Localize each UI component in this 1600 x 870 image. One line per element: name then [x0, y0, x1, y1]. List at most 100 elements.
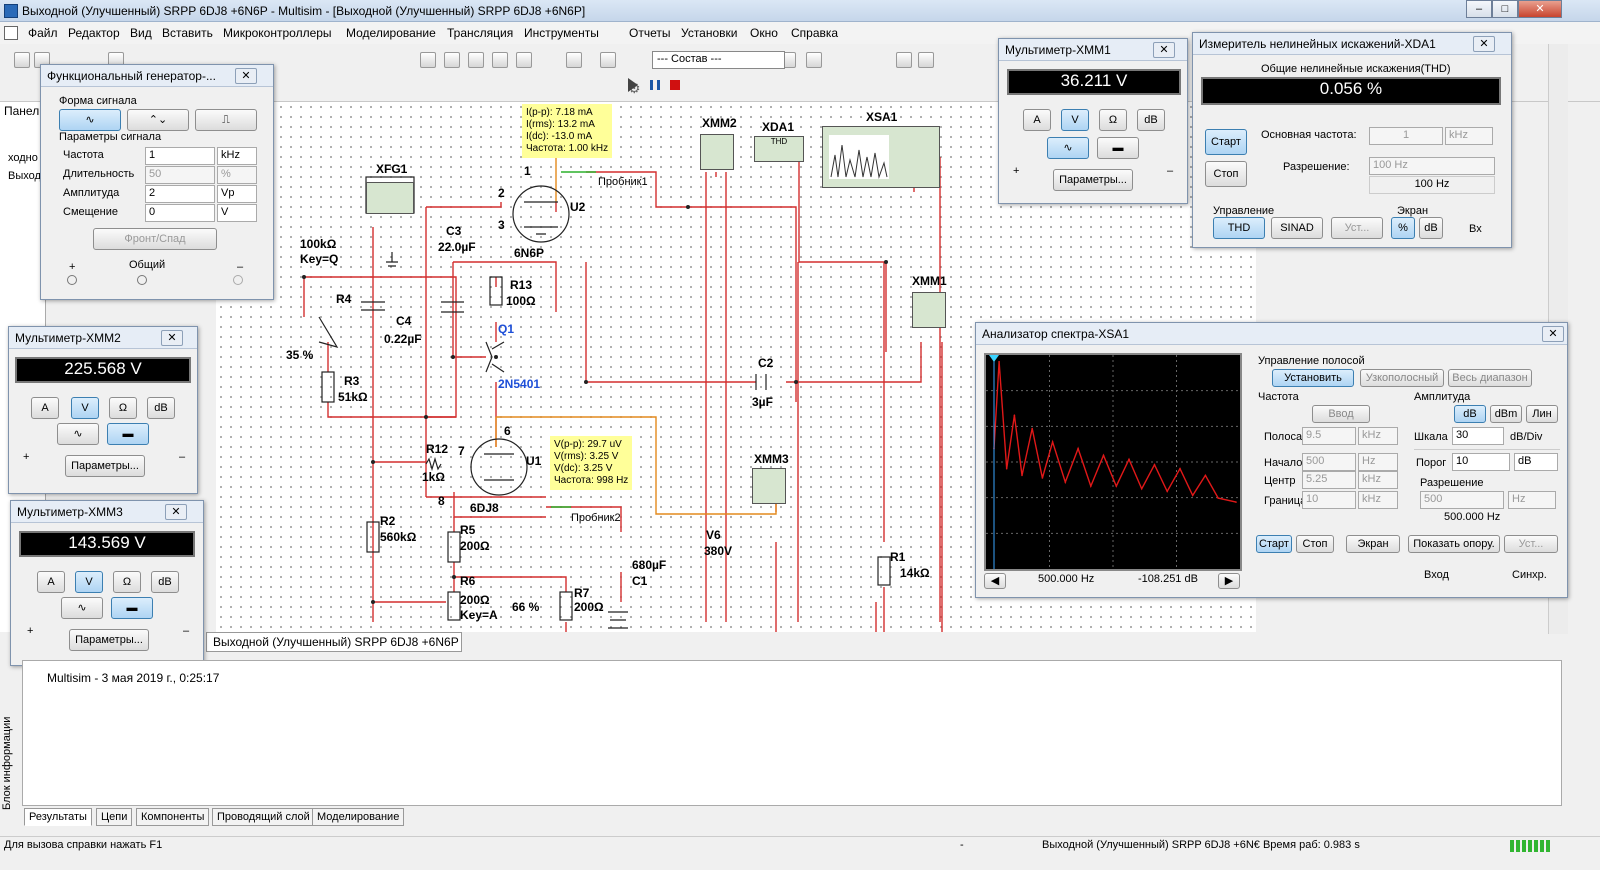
- run-icon[interactable]: [628, 78, 638, 92]
- duty-unit[interactable]: %: [217, 166, 257, 184]
- terminal-plus[interactable]: [67, 275, 77, 285]
- spreadsheet-icon[interactable]: [444, 52, 460, 68]
- tab-results[interactable]: Результаты: [24, 808, 92, 826]
- percent-button[interactable]: %: [1391, 217, 1415, 239]
- xmm3-ampere-button[interactable]: A: [37, 571, 65, 593]
- xmm1-symbol[interactable]: [912, 292, 946, 328]
- threshold-unit[interactable]: dB: [1514, 453, 1558, 471]
- db-button[interactable]: dB: [1419, 217, 1443, 239]
- end-unit[interactable]: kHz: [1358, 491, 1398, 509]
- xmm1-db-button[interactable]: dB: [1137, 109, 1165, 131]
- menu-edit[interactable]: Редактор: [68, 26, 120, 40]
- xmm1-ac-button[interactable]: ∿: [1047, 137, 1089, 159]
- center-input[interactable]: 5.25: [1302, 471, 1356, 489]
- xmm2-ohm-button[interactable]: Ω: [109, 397, 137, 419]
- start-unit[interactable]: Hz: [1358, 453, 1398, 471]
- fund-freq-input[interactable]: 1: [1369, 127, 1443, 145]
- menu-help[interactable]: Справка: [791, 26, 839, 40]
- minimize-button[interactable]: –: [1466, 0, 1492, 18]
- scale-input[interactable]: 30: [1452, 427, 1504, 445]
- xmm2-params-button[interactable]: Параметры...: [65, 455, 145, 477]
- xsa1-resolution-unit[interactable]: Hz: [1508, 491, 1556, 509]
- xmm3-ohm-button[interactable]: Ω: [113, 571, 141, 593]
- xda1-symbol[interactable]: THD: [754, 136, 804, 162]
- duty-input[interactable]: 50: [145, 166, 215, 184]
- span-input[interactable]: 9.5: [1302, 427, 1356, 445]
- menu-file[interactable]: Файл: [28, 26, 58, 40]
- dbm-scale-button[interactable]: dBm: [1490, 405, 1522, 423]
- square-wave-button[interactable]: ⎍: [195, 109, 257, 131]
- tab-nets[interactable]: Цепи: [96, 808, 133, 826]
- xda1-settings-button[interactable]: Уст...: [1331, 217, 1383, 239]
- fgen-close-button[interactable]: ✕: [235, 68, 257, 84]
- threshold-input[interactable]: 10: [1452, 453, 1510, 471]
- tab-components[interactable]: Компоненты: [136, 808, 210, 826]
- db-scale-button[interactable]: dB: [1454, 405, 1486, 423]
- cursor-left-button[interactable]: ◀: [984, 573, 1006, 589]
- triangle-wave-button[interactable]: ⌃⌄: [127, 109, 189, 131]
- xmm2-db-button[interactable]: dB: [147, 397, 175, 419]
- xsa1-stop-button[interactable]: Стоп: [1296, 535, 1334, 553]
- xsa1-start-button[interactable]: Старт: [1256, 535, 1292, 553]
- offset-unit[interactable]: V: [217, 204, 257, 222]
- maximize-button[interactable]: □: [1492, 0, 1518, 18]
- stop-icon[interactable]: [670, 80, 680, 90]
- component-combo[interactable]: --- Состав ---: [652, 51, 785, 69]
- xmm3-close-button[interactable]: ✕: [165, 504, 187, 520]
- document-tab[interactable]: Выходной (Улучшенный) SRPP 6DJ8 +6N6P: [206, 632, 462, 652]
- freq-unit[interactable]: kHz: [217, 147, 257, 165]
- xmm3-params-button[interactable]: Параметры...: [69, 629, 149, 651]
- export-icon[interactable]: [806, 52, 822, 68]
- menu-mcu[interactable]: Микроконтроллеры: [223, 26, 332, 40]
- component-icon[interactable]: [566, 52, 582, 68]
- chart-icon[interactable]: [516, 52, 532, 68]
- amp-input[interactable]: 2: [145, 185, 215, 203]
- xmm3-ac-button[interactable]: ∿: [61, 597, 103, 619]
- close-button[interactable]: ✕: [1518, 0, 1562, 18]
- end-input[interactable]: 10: [1302, 491, 1356, 509]
- amp-unit[interactable]: Vp: [217, 185, 257, 203]
- xmm3-db-button[interactable]: dB: [151, 571, 179, 593]
- xmm3-volt-button[interactable]: V: [75, 571, 103, 593]
- postprocessor-icon[interactable]: [492, 52, 508, 68]
- menu-options[interactable]: Установки: [681, 26, 738, 40]
- xmm2-symbol[interactable]: [700, 134, 734, 170]
- terminal-common[interactable]: [137, 275, 147, 285]
- resolution-select[interactable]: 100 Hz: [1369, 157, 1495, 175]
- xmm1-dc-button[interactable]: ▬: [1097, 137, 1139, 159]
- help-icon[interactable]: [918, 52, 934, 68]
- thd-button[interactable]: THD: [1213, 217, 1265, 239]
- menu-reports[interactable]: Отчеты: [629, 26, 671, 40]
- xda1-stop-button[interactable]: Стоп: [1205, 161, 1247, 187]
- enter-button[interactable]: Ввод: [1312, 405, 1370, 423]
- span-unit[interactable]: kHz: [1358, 427, 1398, 445]
- center-unit[interactable]: kHz: [1358, 471, 1398, 489]
- xmm2-dc-button[interactable]: ▬: [107, 423, 149, 445]
- menu-simulate[interactable]: Моделирование: [346, 26, 436, 40]
- xmm2-ampere-button[interactable]: A: [31, 397, 59, 419]
- tab-copper[interactable]: Проводящий слой: [212, 808, 315, 826]
- menu-insert[interactable]: Вставить: [162, 26, 213, 40]
- freq-input[interactable]: 1: [145, 147, 215, 165]
- xmm1-volt-button[interactable]: V: [1061, 109, 1089, 131]
- xmm2-ac-button[interactable]: ∿: [57, 423, 99, 445]
- pause-icon[interactable]: [650, 80, 660, 90]
- tree-item[interactable]: Выход: [8, 170, 41, 182]
- xmm2-close-button[interactable]: ✕: [161, 330, 183, 346]
- sine-wave-button[interactable]: ∿: [59, 109, 121, 131]
- cursor-right-button[interactable]: ▶: [1218, 573, 1240, 589]
- xsa1-close-button[interactable]: ✕: [1542, 326, 1564, 342]
- grapher-icon[interactable]: [420, 52, 436, 68]
- tab-simulation[interactable]: Моделирование: [312, 808, 405, 826]
- full-span-button[interactable]: Весь диапазон: [1448, 369, 1532, 387]
- menu-view[interactable]: Вид: [130, 26, 152, 40]
- zoom-icon[interactable]: [896, 52, 912, 68]
- xmm3-dc-button[interactable]: ▬: [111, 597, 153, 619]
- xmm1-close-button[interactable]: ✕: [1153, 42, 1175, 58]
- show-ref-button[interactable]: Показать опору.: [1408, 535, 1500, 553]
- xmm2-volt-button[interactable]: V: [71, 397, 99, 419]
- menu-tools[interactable]: Инструменты: [524, 26, 599, 40]
- rise-fall-button[interactable]: Фронт/Спад: [93, 228, 217, 250]
- wizard-icon[interactable]: [600, 52, 616, 68]
- xmm1-ampere-button[interactable]: A: [1023, 109, 1051, 131]
